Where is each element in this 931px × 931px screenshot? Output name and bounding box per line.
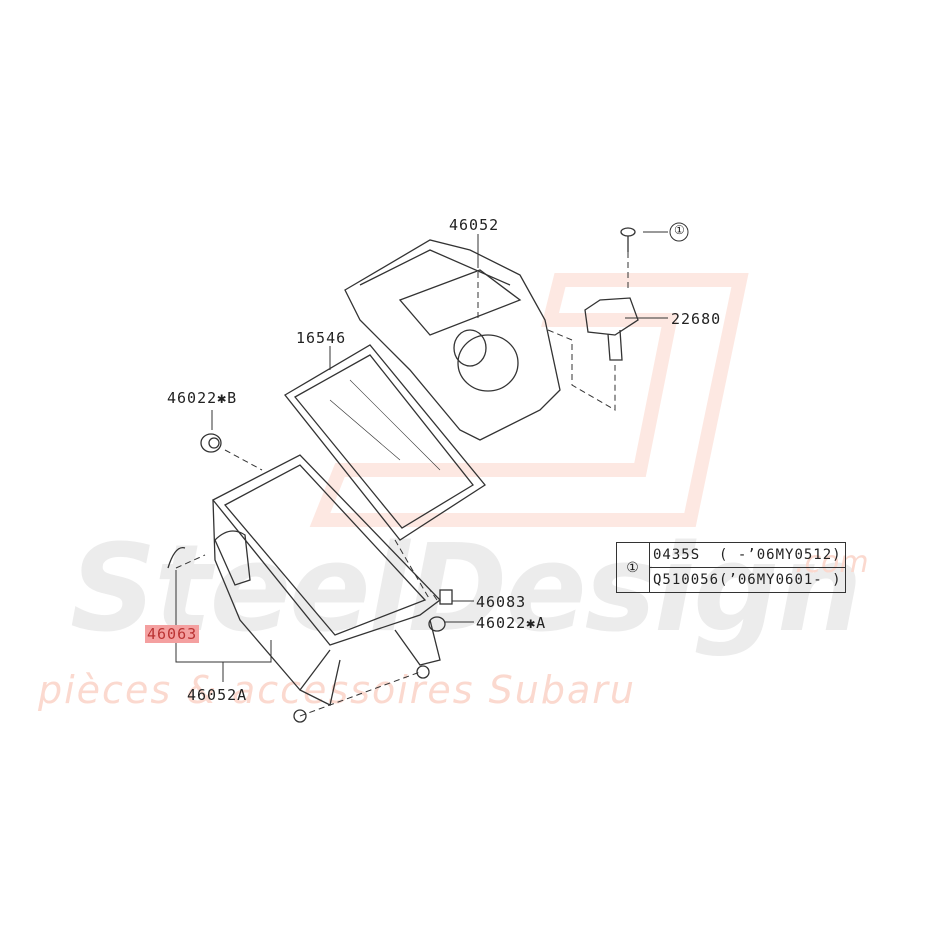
clip-46083 — [439, 589, 453, 605]
reference-table: ① 0435S ( -’06MY0512) Q510056(’06MY0601-… — [616, 542, 846, 593]
ref-part: Q510056 — [653, 572, 720, 588]
screw — [620, 227, 636, 252]
ref-row-1: 0435S ( -’06MY0512) — [649, 542, 846, 568]
callout-46063-highlighted[interactable]: 46063 — [145, 625, 200, 643]
grommet-a — [428, 616, 446, 632]
ref-table-marker: ① — [616, 542, 650, 593]
leader-lines — [175, 231, 668, 682]
ref-part: 0435S — [653, 547, 701, 563]
callout-46022b: 46022✱B — [167, 389, 238, 407]
callout-46083: 46083 — [476, 593, 527, 611]
grommet-b — [200, 433, 222, 453]
watermark-logo-shape — [309, 273, 749, 527]
air-filter-element — [284, 344, 486, 541]
dashed-guides — [175, 252, 629, 717]
ref-circle-marker — [669, 222, 689, 242]
ref-row-2: Q510056(’06MY0601- ) — [649, 567, 846, 593]
callout-46052: 46052 — [449, 216, 500, 234]
callout-22680: 22680 — [671, 310, 722, 328]
callout-46052a: 46052A — [187, 686, 248, 704]
ref-range: ( -’06MY0512) — [719, 547, 842, 563]
callout-16546: 16546 — [296, 329, 347, 347]
ref-range: (’06MY0601- ) — [719, 572, 842, 588]
callout-screw-ref: ① — [674, 223, 686, 237]
mass-airflow-sensor — [584, 297, 639, 361]
callout-46022a: 46022✱A — [476, 614, 547, 632]
upper-air-cleaner-case — [344, 239, 561, 441]
hose-46063 — [167, 547, 186, 569]
